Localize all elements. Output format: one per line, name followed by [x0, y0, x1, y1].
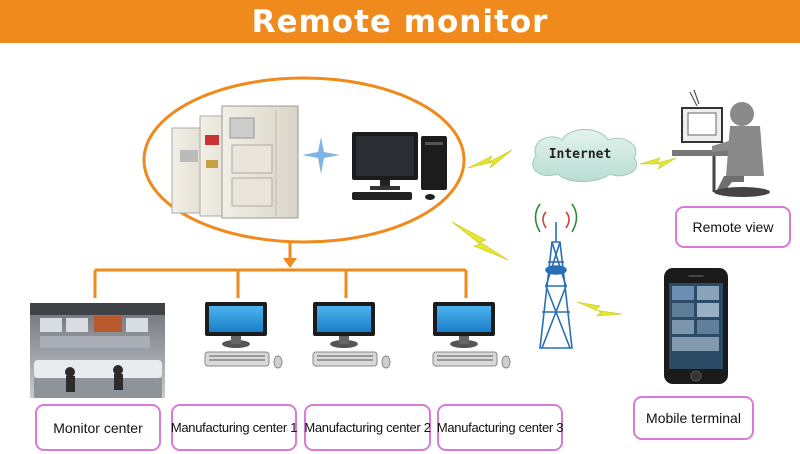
desktop-computer-icon	[352, 132, 447, 200]
monitor-center-photo	[30, 303, 165, 398]
label-manufacturing-center-3: Manufacturing center 3	[437, 404, 563, 451]
internet-cloud-icon: Internet	[532, 129, 637, 182]
mobile-phone-icon	[664, 268, 728, 384]
title-banner: Remote monitor	[0, 0, 800, 43]
label-remote-view: Remote view	[675, 206, 791, 248]
distribution-connectors	[93, 268, 468, 298]
cell-tower-icon	[534, 203, 578, 349]
sparkle-icon	[302, 137, 340, 174]
label-manufacturing-center-2: Manufacturing center 2	[304, 404, 431, 451]
system-group-ellipse	[142, 76, 466, 244]
workstation-icon	[432, 302, 511, 369]
workstation-icon	[204, 302, 283, 369]
internet-label: Internet	[549, 147, 612, 162]
label-manufacturing-center-1: Manufacturing center 1	[171, 404, 297, 451]
remote-user-icon	[672, 89, 770, 197]
label-monitor-center: Monitor center	[35, 404, 161, 451]
label-mobile-terminal: Mobile terminal	[633, 396, 754, 440]
wireless-signal-icon	[451, 149, 677, 317]
page-title: Remote monitor	[251, 3, 549, 40]
workstation-icon	[312, 302, 391, 369]
arrow-down-icon	[283, 258, 297, 268]
test-chamber-icon	[171, 105, 299, 219]
